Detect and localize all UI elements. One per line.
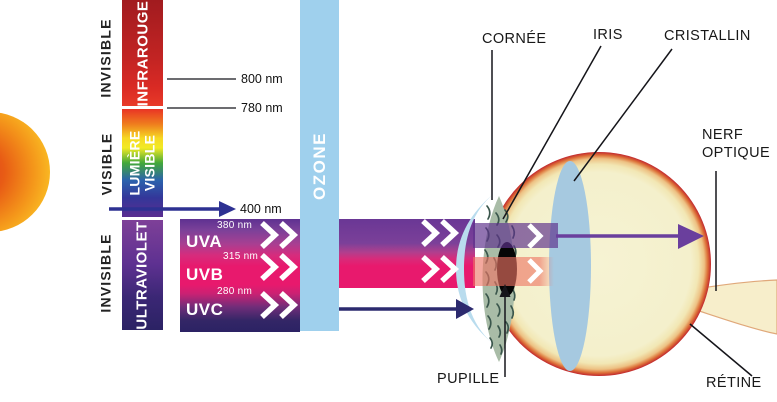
tick-800nm-label: 800 nm — [241, 72, 283, 86]
lens-shape — [549, 161, 591, 371]
chevron-right-icon-uvb-in-eye — [527, 258, 544, 284]
ultraviolet-bar: ULTRAVIOLET — [122, 220, 163, 330]
tick-780nm-label: 780 nm — [241, 101, 283, 115]
ozone-column: OZONE — [300, 0, 339, 331]
infrared-bar: INFRAROUGE — [122, 0, 163, 106]
lens-pointer-line — [573, 48, 673, 182]
retina-label: RÉTINE — [706, 375, 762, 391]
optic-nerve-label: NERF OPTIQUE — [702, 126, 770, 162]
pointer-lines — [491, 45, 753, 377]
uvb-band-label: UVB — [186, 265, 224, 284]
pupil-pointer-arrowhead — [499, 284, 511, 297]
wavelength-tick-lines — [167, 78, 236, 109]
uva-band-label: UVA — [186, 232, 223, 251]
optic-nerve-label-line1: NERF — [702, 127, 744, 143]
chevron-right-icon-uva-after-ozone — [421, 218, 460, 248]
uva-to-retina-arrow — [556, 224, 704, 249]
tick-400nm-label: 400 nm — [240, 202, 282, 216]
visible-light-bar: LUMIÈRE VISIBLE — [122, 109, 163, 217]
uva-ray-in-eye — [473, 223, 558, 248]
optic-nerve — [689, 279, 777, 335]
cornea-label: CORNÉE — [482, 31, 547, 47]
lens-label: CRISTALLIN — [664, 28, 751, 44]
uvc-band-label: UVC — [186, 300, 224, 319]
pupil-label: PUPILLE — [437, 371, 500, 387]
uvc-blocked-arrow — [339, 299, 474, 319]
chevron-right-icon-uvb — [260, 252, 299, 282]
iris-pointer-line — [502, 45, 602, 220]
visible-400nm-arrow — [109, 201, 236, 217]
uva-threshold-label: 380 nm — [217, 220, 253, 231]
optic-nerve-label-line2: OPTIQUE — [702, 145, 771, 161]
retina-pointer-line — [689, 323, 753, 377]
chevron-right-icon-uva — [260, 220, 299, 250]
iris-label: IRIS — [593, 27, 623, 43]
chevron-right-icon-uvc — [260, 290, 299, 320]
chevron-right-icon-uva-in-eye — [527, 223, 544, 249]
eyeball — [487, 152, 711, 376]
eye-diagram — [456, 152, 777, 376]
uvc-threshold-label: 280 nm — [217, 286, 253, 297]
uvb-threshold-label: 315 nm — [223, 251, 259, 262]
chevron-right-icon-uvb-after-ozone — [421, 254, 460, 284]
uv-bands-block — [180, 219, 300, 332]
